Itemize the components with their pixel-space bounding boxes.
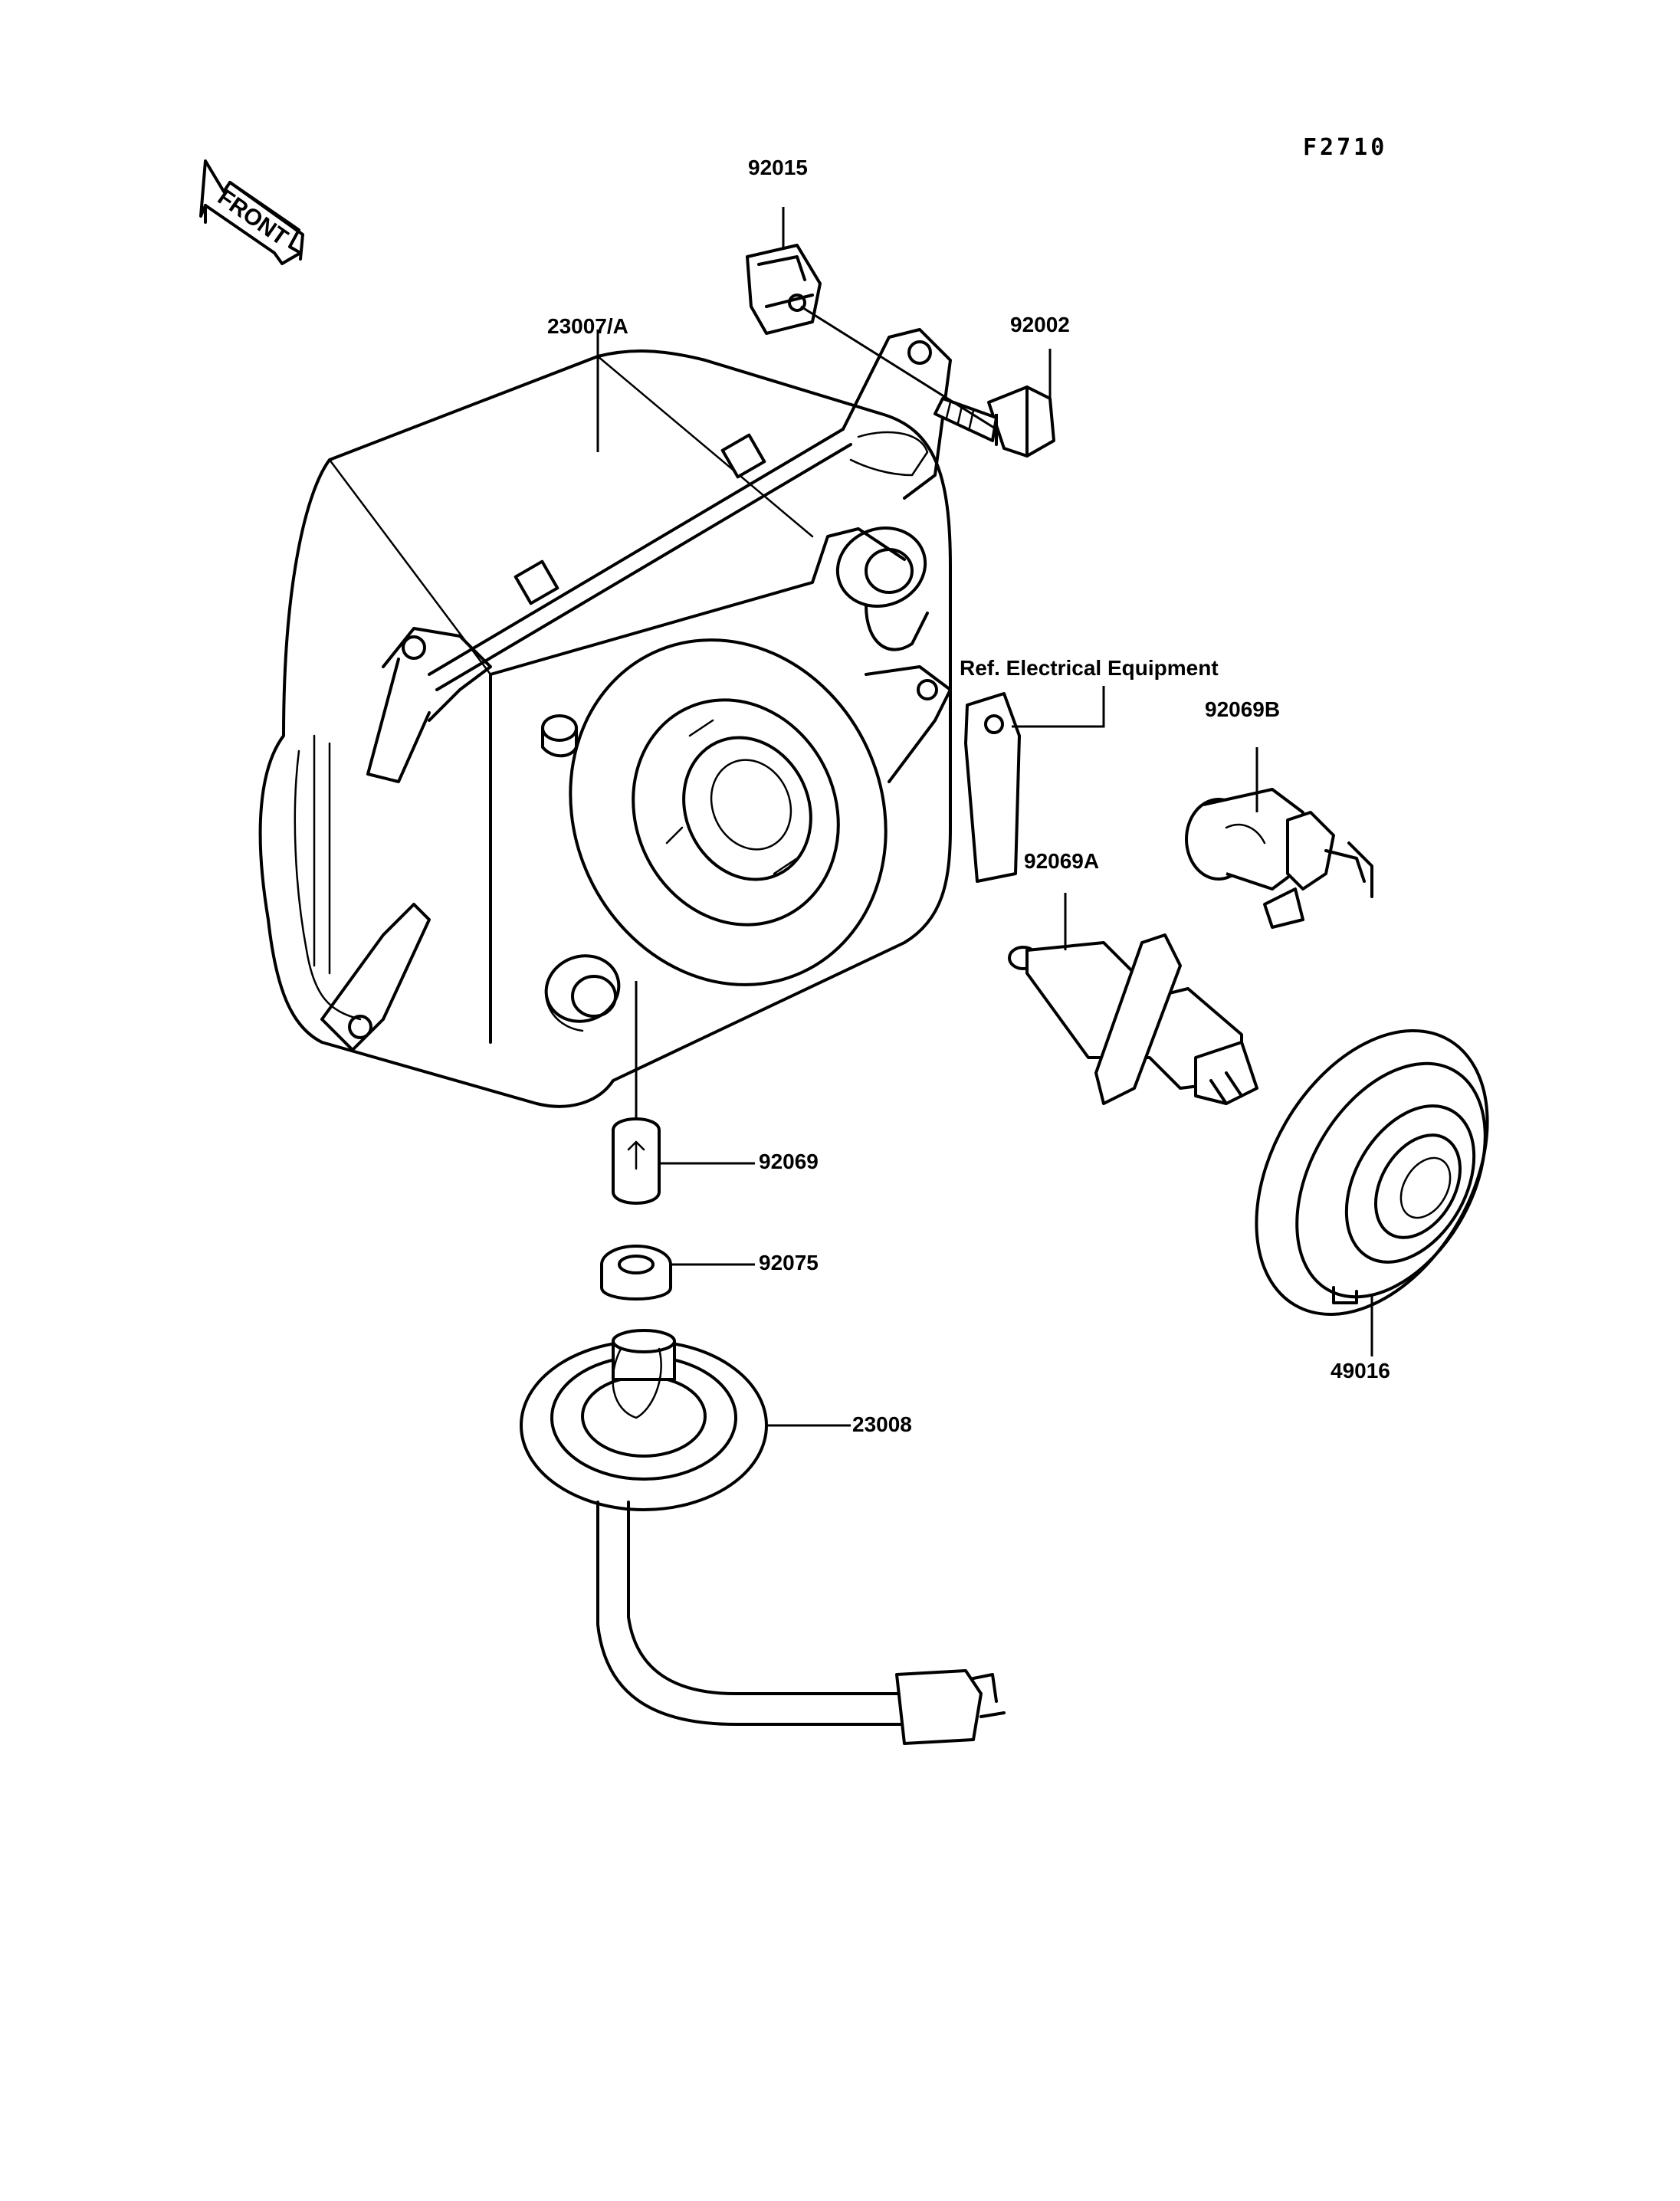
socket-harness bbox=[520, 1329, 1006, 1745]
mounting-tab bbox=[964, 692, 1021, 883]
part-label-92069b: 92069B bbox=[1205, 697, 1281, 721]
part-label-23008: 23008 bbox=[852, 1412, 912, 1436]
part-label-92075: 92075 bbox=[759, 1251, 819, 1274]
clip-nut bbox=[746, 244, 822, 335]
reference-note: Ref. Electrical Equipment bbox=[960, 656, 1219, 680]
part-label-92015: 92015 bbox=[748, 156, 808, 179]
part-label-23007a: 23007/A bbox=[547, 314, 628, 338]
bolt bbox=[800, 305, 1055, 458]
leader-lines bbox=[596, 207, 1373, 1427]
part-label-92069: 92069 bbox=[759, 1150, 819, 1173]
bulb-92069b bbox=[1185, 788, 1373, 929]
dust-cover bbox=[1255, 1029, 1489, 1316]
figure-code: F2710 bbox=[1303, 134, 1388, 161]
bulb-92069a bbox=[1008, 933, 1258, 1105]
small-bulb bbox=[612, 1117, 661, 1205]
grommet bbox=[600, 1245, 672, 1301]
part-label-49016: 49016 bbox=[1331, 1359, 1390, 1383]
part-label-92002: 92002 bbox=[1010, 313, 1070, 336]
front-arrow-icon: FRONT bbox=[199, 159, 304, 265]
headlight-housing bbox=[258, 328, 952, 1108]
part-label-92069a: 92069A bbox=[1024, 849, 1100, 873]
